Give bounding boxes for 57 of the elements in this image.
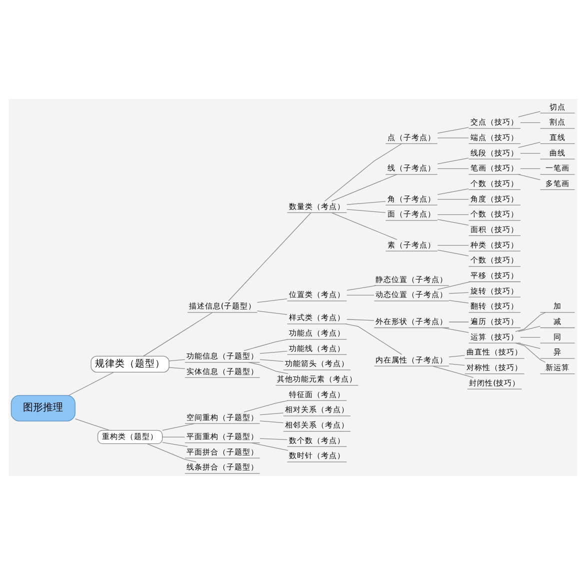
- connector: [448, 300, 469, 303]
- connector: [448, 292, 469, 294]
- connector: [448, 354, 465, 357]
- connector: [520, 336, 541, 338]
- connector: [432, 365, 474, 378]
- connector: [260, 438, 288, 440]
- connector: [437, 126, 469, 134]
- connector: [437, 137, 469, 138]
- connector: [168, 358, 186, 361]
- connector: [448, 321, 469, 322]
- connector: [74, 418, 110, 430]
- connector: [518, 174, 540, 180]
- connector: [324, 142, 402, 201]
- connector: [346, 208, 386, 212]
- connector: [260, 412, 284, 415]
- node-box: 图形推理: [10, 394, 76, 421]
- connector: [256, 310, 288, 314]
- connector: [437, 218, 469, 226]
- connector: [346, 318, 374, 320]
- connector: [346, 294, 374, 295]
- node-box: 规律类（题型）: [90, 355, 170, 372]
- connector: [346, 200, 386, 204]
- connector: [260, 420, 284, 423]
- connector: [162, 422, 195, 430]
- connector: [244, 400, 288, 412]
- connector: [346, 284, 376, 290]
- connector: [162, 442, 188, 446]
- connector: [437, 157, 469, 164]
- connector: [437, 188, 469, 194]
- connector: [256, 298, 288, 302]
- connector: [248, 361, 288, 374]
- connector: [448, 362, 465, 366]
- connector: [331, 212, 398, 240]
- connector: [244, 338, 288, 351]
- connector: [437, 198, 469, 200]
- connector: [345, 323, 402, 354]
- connector: [437, 244, 469, 246]
- connector: [250, 442, 288, 450]
- connector: [162, 436, 186, 437]
- connector: [518, 325, 540, 332]
- connector: [442, 326, 470, 332]
- connector: [168, 366, 186, 369]
- connector: [518, 110, 540, 117]
- connector: [143, 312, 213, 356]
- connector: [68, 371, 114, 396]
- connector: [518, 141, 540, 148]
- connector: [437, 281, 470, 290]
- connector: [146, 442, 197, 462]
- connector: [228, 212, 312, 301]
- connector: [515, 342, 546, 362]
- connector: [260, 358, 284, 362]
- connector: [518, 342, 540, 348]
- connector: [515, 312, 546, 332]
- connector: [260, 350, 288, 354]
- connector: [437, 249, 469, 256]
- connector: [331, 174, 398, 201]
- connector: [520, 152, 541, 154]
